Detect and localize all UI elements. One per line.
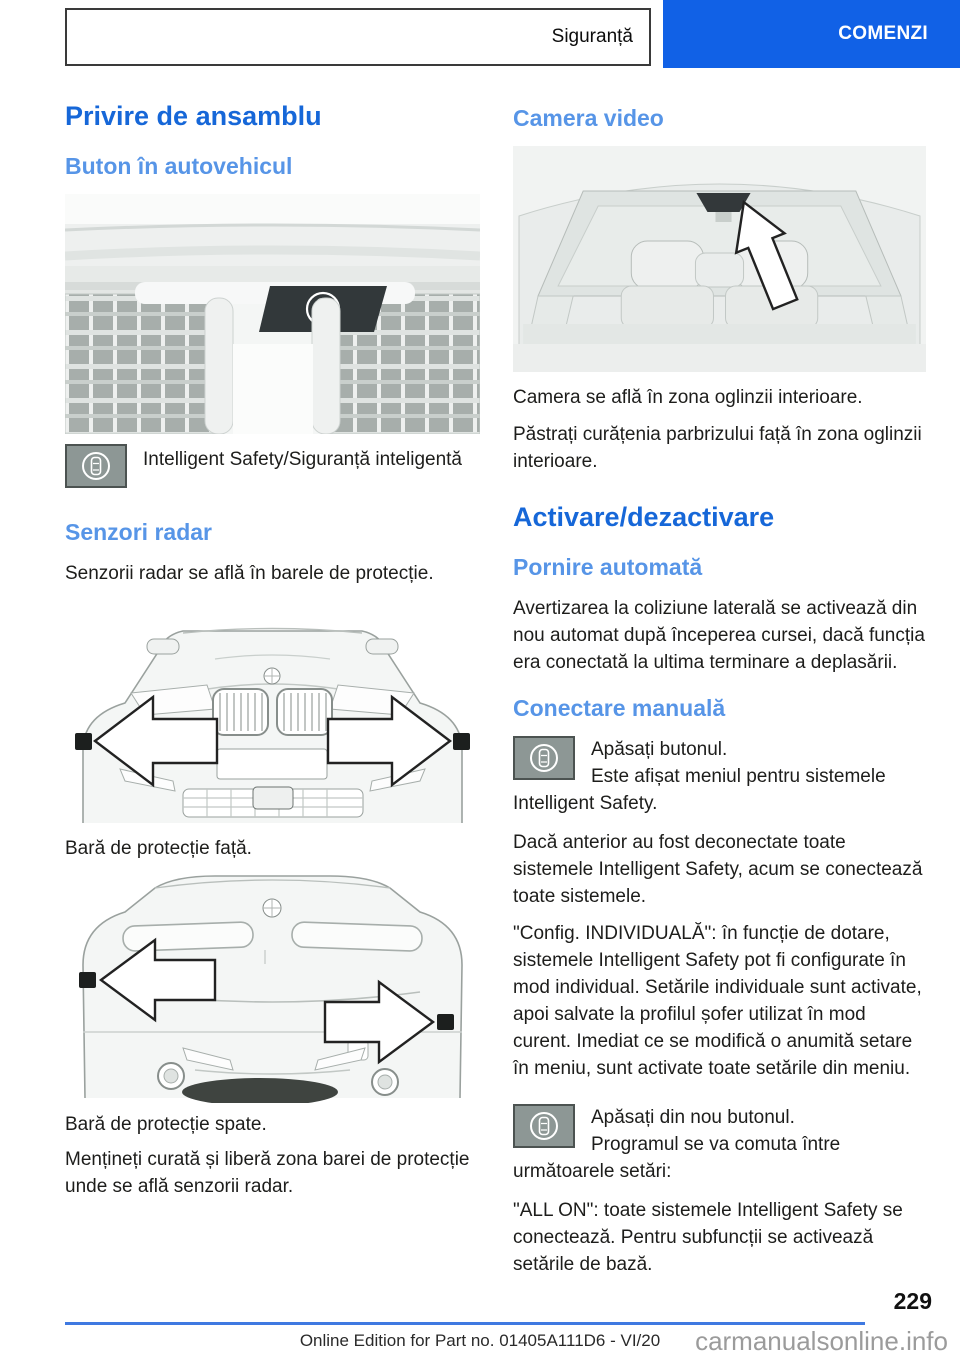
radar-sensors-heading: Senzori radar [65, 519, 212, 545]
right-column: Camera video [513, 96, 926, 1288]
cabin-camera-illustration [513, 146, 926, 372]
manual-connect-heading: Conectare manuală [513, 695, 726, 721]
dashboard-console-illustration [65, 194, 480, 434]
rear-right-radar-sensor [437, 1014, 454, 1030]
safety-button-legend: Intelligent Safety/Siguranță inteligentă [65, 444, 480, 492]
page-number: 229 [893, 1288, 932, 1314]
license-plate [216, 748, 328, 780]
figure-dashboard-safety-button [65, 194, 480, 434]
radar-care-note: Mențineți curată și liberă zona barei de… [65, 1149, 470, 1197]
manual-paragraph-2: "Config. INDIVIDUALĂ": în funcție de dot… [513, 923, 922, 1079]
arrow-left-icon [93, 694, 219, 788]
manual-paragraph-3: "ALL ON": toate sistemele Intelligent Sa… [513, 1200, 903, 1275]
header-chapter-tab: COMENZI [663, 0, 960, 68]
watermark: carmanualsonline.info [695, 1326, 948, 1356]
manual-step-2: Apăsați din nou butonul. Programul se va… [513, 1104, 926, 1185]
step2-action-text: Apăsați din nou butonul. [591, 1107, 795, 1128]
camera-note-text: Păstrați curățenia parbrizului față în z… [513, 424, 922, 472]
radar-intro-text: Senzorii radar se află în barele de prot… [65, 563, 434, 584]
auto-start-text: Avertizarea la coliziune laterală se act… [513, 598, 925, 673]
step1-action-text: Apăsați butonul. [591, 739, 728, 760]
front-right-radar-sensor [453, 733, 470, 750]
figure-car-rear-sensors [65, 870, 480, 1103]
footer-rule [65, 1322, 865, 1325]
header-section-box: Siguranță [65, 8, 651, 66]
left-column: Privire de ansamblu Buton în autovehicul [65, 96, 480, 1210]
overview-title: Privire de ansamblu [65, 101, 322, 131]
step1-result-text: Este afișat meniul pentru sistemele Inte… [513, 766, 886, 814]
intelligent-safety-button-icon [513, 736, 575, 780]
car-rear-illustration [65, 870, 480, 1103]
edition-note: Online Edition for Part no. 01405A111D6 … [299, 1331, 661, 1350]
camera-heading: Camera video [513, 105, 664, 131]
rear-left-radar-sensor [79, 972, 96, 988]
camera-location-text: Camera se află în zona oglinzii interioa… [513, 387, 863, 408]
manual-step-1: Apăsați butonul. Este afișat meniul pent… [513, 736, 926, 817]
front-bumper-caption: Bară de protecție față. [65, 838, 252, 859]
auto-start-heading: Pornire automată [513, 554, 703, 580]
front-left-radar-sensor [75, 733, 92, 750]
arrow-right-icon [323, 979, 436, 1065]
button-in-vehicle-heading: Buton în autovehicul [65, 153, 293, 179]
rear-bumper-caption: Bară de protecție spate. [65, 1114, 267, 1135]
header-chapter-label: COMENZI [838, 23, 928, 44]
step2-result-text: Programul se va comuta între următoarele… [513, 1134, 841, 1182]
arrow-up-icon [734, 200, 799, 311]
camera-housing [696, 193, 751, 212]
intelligent-safety-button-icon [65, 444, 127, 488]
car-front-illustration [65, 597, 480, 829]
arrow-left-icon [98, 937, 217, 1023]
intelligent-safety-button-icon [513, 1104, 575, 1148]
figure-interior-camera [513, 146, 926, 372]
safety-button-label: Intelligent Safety/Siguranță inteligentă [143, 449, 462, 470]
kidney-grille [212, 688, 333, 736]
headrest [630, 240, 704, 290]
figure-car-front-sensors [65, 597, 480, 829]
activation-title: Activare/dezactivare [513, 502, 775, 532]
arrow-right-icon [326, 694, 452, 788]
header-section-label: Siguranță [551, 26, 633, 47]
manual-paragraph-1: Dacă anterior au fost deconectate toate … [513, 832, 923, 907]
